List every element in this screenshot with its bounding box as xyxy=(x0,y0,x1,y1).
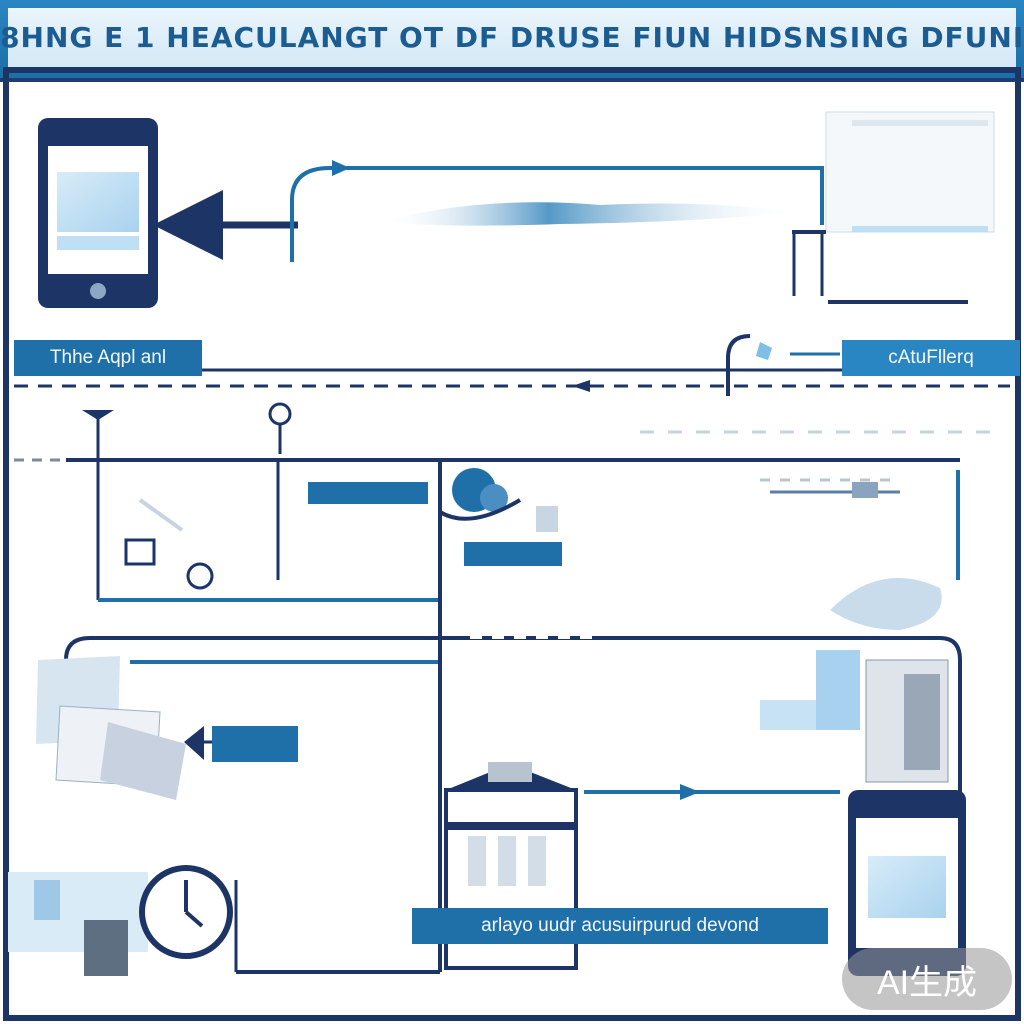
device-cluster-icon xyxy=(830,577,942,630)
bottom-tag: arlayo uudr acusuirpurud devond xyxy=(412,908,828,944)
location-pin-icon xyxy=(268,402,292,454)
server-icon xyxy=(865,659,949,783)
phone-top-left-icon xyxy=(38,118,158,308)
clock-icon xyxy=(139,865,233,959)
outer-frame xyxy=(3,67,1021,1021)
diagram-title: 18HNG E 1 HEACULANGT OT DF DRUSE FIUN HI… xyxy=(0,21,1024,54)
phone-bottom-right-icon xyxy=(848,790,966,976)
ai-generated-watermark: AI生成 xyxy=(842,948,1012,1010)
documents-stack-icon xyxy=(36,656,186,800)
middle-small-tag xyxy=(464,542,562,566)
top-connector xyxy=(290,166,824,262)
left-tag: Thhe Aqpl anl xyxy=(14,340,202,376)
monitor-top-right-icon xyxy=(792,111,995,304)
title-banner-inner: 18HNG E 1 HEACULANGT OT DF DRUSE FIUN HI… xyxy=(0,8,1024,70)
cloud-network-icon xyxy=(438,468,558,532)
lock-icon xyxy=(84,920,128,976)
antenna-icon xyxy=(82,410,114,458)
search-scan-icon xyxy=(186,562,214,590)
signal-wave xyxy=(380,202,800,226)
middle-bar-tag xyxy=(308,482,428,504)
right-tag: cAtuFllerq xyxy=(842,340,1020,376)
left-pointer-tag xyxy=(212,726,298,762)
small-screen-icon xyxy=(124,538,156,566)
plug-icon xyxy=(756,342,772,360)
